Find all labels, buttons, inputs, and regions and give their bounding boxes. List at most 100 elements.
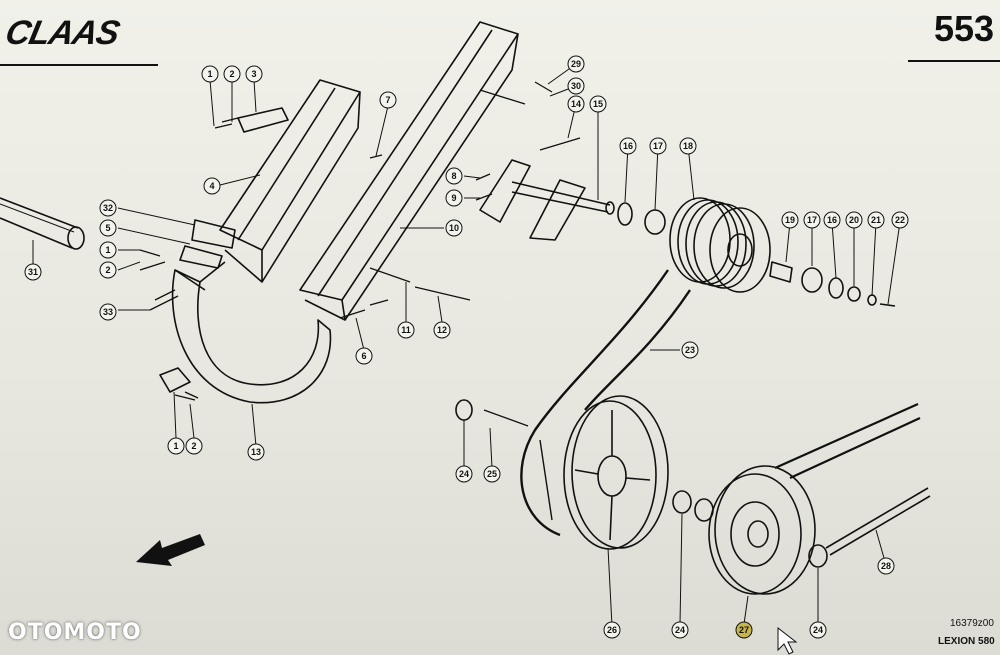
svg-text:7: 7 bbox=[385, 95, 390, 105]
part-17-bearing bbox=[644, 209, 666, 235]
part-21-washer bbox=[867, 294, 877, 306]
svg-text:16: 16 bbox=[623, 141, 633, 151]
svg-text:12: 12 bbox=[437, 325, 447, 335]
part-3-bracket bbox=[237, 107, 289, 133]
callout-32[interactable]: 32 bbox=[99, 199, 117, 217]
svg-text:2: 2 bbox=[229, 69, 234, 79]
callout-13[interactable]: 13 bbox=[247, 443, 265, 461]
callout-18[interactable]: 18 bbox=[679, 137, 697, 155]
callout-group: 1 2 3 4 32 5 1 2 33 31 7 29 30 14 15 8 9… bbox=[24, 55, 909, 639]
callout-2[interactable]: 2 bbox=[223, 65, 241, 83]
part-32-plate bbox=[179, 219, 236, 269]
svg-text:30: 30 bbox=[571, 81, 581, 91]
svg-text:16: 16 bbox=[827, 215, 837, 225]
callout-29[interactable]: 29 bbox=[567, 55, 585, 73]
svg-text:24: 24 bbox=[813, 625, 823, 635]
callout-28[interactable]: 28 bbox=[877, 557, 895, 575]
callout-24b[interactable]: 24 bbox=[671, 621, 689, 639]
svg-text:26: 26 bbox=[607, 625, 617, 635]
callout-8[interactable]: 8 bbox=[445, 167, 463, 185]
callout-9[interactable]: 9 bbox=[445, 189, 463, 207]
callout-6[interactable]: 6 bbox=[355, 347, 373, 365]
callout-17b[interactable]: 17 bbox=[803, 211, 821, 229]
part-10-channel bbox=[299, 21, 519, 321]
part-27-pulley bbox=[708, 465, 816, 595]
svg-text:17: 17 bbox=[653, 141, 663, 151]
part-23-belt bbox=[520, 269, 691, 537]
svg-text:24: 24 bbox=[675, 625, 685, 635]
svg-text:20: 20 bbox=[849, 215, 859, 225]
part-24-bushing-d bbox=[808, 544, 828, 568]
part-belt-upper bbox=[774, 402, 921, 479]
part-19-spacer bbox=[769, 261, 793, 283]
callout-30[interactable]: 30 bbox=[567, 77, 585, 95]
svg-text:32: 32 bbox=[103, 203, 113, 213]
svg-text:13: 13 bbox=[251, 447, 261, 457]
callout-33[interactable]: 33 bbox=[99, 303, 117, 321]
svg-text:14: 14 bbox=[571, 99, 581, 109]
otomoto-watermark: OTOMOTO bbox=[8, 620, 142, 645]
callout-23[interactable]: 23 bbox=[681, 341, 699, 359]
header-rule-left bbox=[0, 64, 158, 66]
part-16-washer bbox=[617, 202, 633, 226]
callout-10[interactable]: 10 bbox=[445, 219, 463, 237]
svg-text:18: 18 bbox=[683, 141, 693, 151]
callout-3[interactable]: 3 bbox=[245, 65, 263, 83]
callout-1[interactable]: 1 bbox=[201, 65, 219, 83]
part-18-pulley bbox=[669, 197, 771, 293]
part-24-bushing-a bbox=[455, 399, 473, 421]
drawing-reference: 16379z00 bbox=[950, 618, 994, 629]
svg-text:31: 31 bbox=[28, 267, 38, 277]
callout-24c[interactable]: 24 bbox=[809, 621, 827, 639]
callout-21[interactable]: 21 bbox=[867, 211, 885, 229]
part-4-bracket bbox=[219, 79, 361, 283]
callout-5[interactable]: 5 bbox=[99, 219, 117, 237]
svg-text:27: 27 bbox=[739, 625, 749, 635]
callout-27[interactable]: 27 bbox=[735, 621, 753, 639]
svg-text:29: 29 bbox=[571, 59, 581, 69]
svg-text:15: 15 bbox=[593, 99, 603, 109]
callout-11[interactable]: 11 bbox=[397, 321, 415, 339]
callout-1c[interactable]: 1 bbox=[167, 437, 185, 455]
fasteners bbox=[139, 81, 581, 427]
callout-16[interactable]: 16 bbox=[619, 137, 637, 155]
callout-24a[interactable]: 24 bbox=[455, 465, 473, 483]
callout-19[interactable]: 19 bbox=[781, 211, 799, 229]
svg-text:1: 1 bbox=[173, 441, 178, 451]
callout-25[interactable]: 25 bbox=[483, 465, 501, 483]
part-20-washer bbox=[847, 286, 861, 302]
header-rule-right bbox=[908, 60, 1000, 62]
svg-text:11: 11 bbox=[401, 325, 411, 335]
callout-31[interactable]: 31 bbox=[24, 263, 42, 281]
svg-text:33: 33 bbox=[103, 307, 113, 317]
callout-14[interactable]: 14 bbox=[567, 95, 585, 113]
svg-text:23: 23 bbox=[685, 345, 695, 355]
part-17b-bearing bbox=[801, 267, 823, 293]
part-24-bushing-b bbox=[672, 490, 692, 514]
page-number: 553 bbox=[934, 8, 995, 49]
callout-16b[interactable]: 16 bbox=[823, 211, 841, 229]
callout-2c[interactable]: 2 bbox=[185, 437, 203, 455]
callout-7[interactable]: 7 bbox=[379, 91, 397, 109]
svg-text:25: 25 bbox=[487, 469, 497, 479]
part-13-guard bbox=[171, 261, 332, 404]
callout-26[interactable]: 26 bbox=[603, 621, 621, 639]
mouse-cursor-icon bbox=[777, 626, 798, 655]
callout-4[interactable]: 4 bbox=[203, 177, 221, 195]
svg-text:22: 22 bbox=[895, 215, 905, 225]
callout-15[interactable]: 15 bbox=[589, 95, 607, 113]
svg-text:6: 6 bbox=[361, 351, 366, 361]
callout-22[interactable]: 22 bbox=[891, 211, 909, 229]
callout-20[interactable]: 20 bbox=[845, 211, 863, 229]
svg-text:8: 8 bbox=[451, 171, 456, 181]
callout-2b[interactable]: 2 bbox=[99, 261, 117, 279]
part-26-pulley bbox=[563, 395, 669, 550]
part-clip-lower bbox=[159, 367, 191, 393]
callout-17[interactable]: 17 bbox=[649, 137, 667, 155]
callout-1b[interactable]: 1 bbox=[99, 241, 117, 259]
callout-12[interactable]: 12 bbox=[433, 321, 451, 339]
part-31-shaft bbox=[0, 197, 85, 250]
svg-text:2: 2 bbox=[105, 265, 110, 275]
